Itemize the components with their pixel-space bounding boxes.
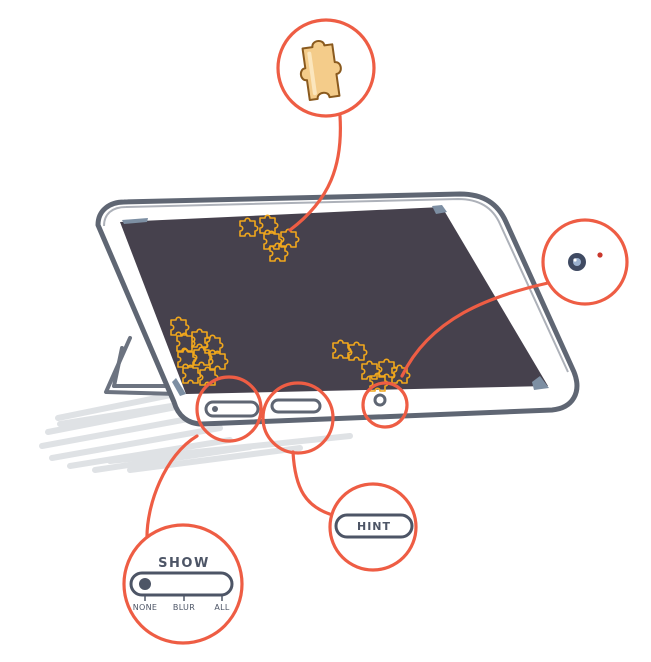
- screen-corner-marks: [122, 205, 549, 396]
- hint-button-label: HINT: [357, 520, 391, 533]
- puzzle-piece-icon: [299, 40, 342, 101]
- show-tick-blur: BLUR: [173, 603, 195, 612]
- bezel-camera: [373, 393, 387, 407]
- callout-ring-hint-button: [261, 381, 335, 455]
- callout-ring-camera: [361, 381, 409, 429]
- tablet-frame-sketch-line: [103, 197, 569, 373]
- show-title: SHOW: [158, 556, 210, 571]
- callout-connectors: [145, 114, 550, 542]
- bezel-show-slider: [204, 400, 260, 418]
- camera-icon: [568, 252, 603, 271]
- connector-hint: [291, 450, 338, 518]
- bezel-hint-button: [270, 398, 322, 414]
- connector-show: [145, 434, 199, 542]
- show-tick-none: NONE: [133, 603, 158, 612]
- connector-camera: [400, 281, 550, 378]
- show-slider-knob: [139, 578, 151, 590]
- tablet-screen: [120, 207, 548, 394]
- show-tick-all: ALL: [214, 603, 230, 612]
- hint-button: [334, 513, 414, 539]
- show-slider-ticks: [144, 596, 223, 601]
- connector-puzzle: [288, 114, 343, 232]
- callout-ring-show-slider: [195, 375, 263, 443]
- show-slider: [129, 571, 234, 597]
- tablet-kickstand: [104, 336, 180, 396]
- camera-led: [597, 252, 603, 258]
